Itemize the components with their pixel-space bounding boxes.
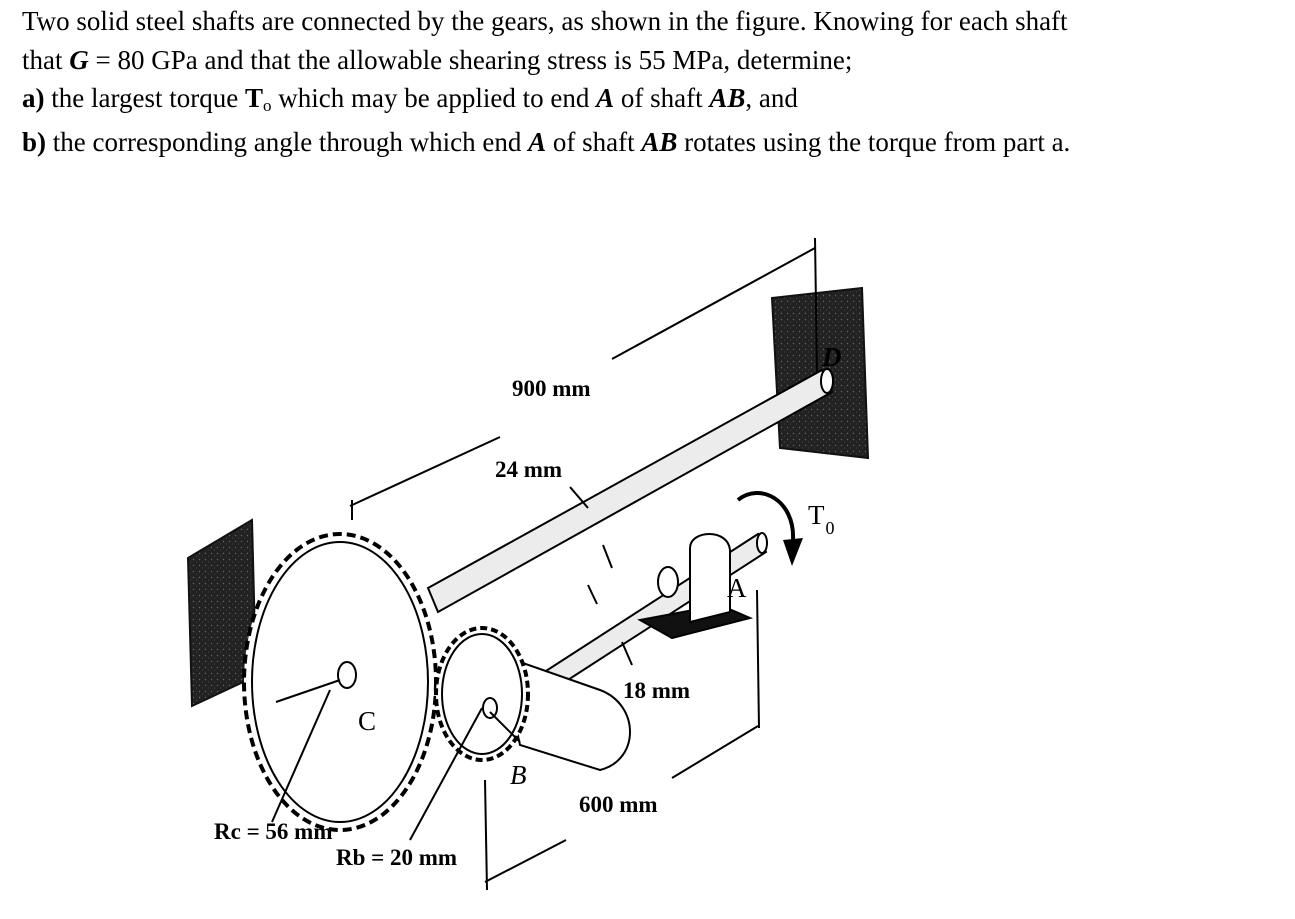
torque-symbol: T bbox=[808, 500, 825, 530]
symbol-AB-2: AB bbox=[641, 127, 678, 157]
dimension-24 bbox=[569, 486, 613, 569]
line3-text-3: of shaft bbox=[614, 83, 710, 113]
line4-text-2: of shaft bbox=[546, 127, 642, 157]
symbol-A: A bbox=[596, 83, 615, 113]
radius-lines bbox=[271, 679, 521, 841]
symbol-G: G bbox=[69, 45, 89, 75]
part-a-label: a) bbox=[22, 83, 45, 113]
line4-text-3: rotates using the torque from part a. bbox=[677, 127, 1071, 157]
problem-line-3: a) the largest torque To which may be ap… bbox=[22, 80, 1282, 124]
dimension-24-label: 24 mm bbox=[495, 457, 562, 482]
torque-label: T0 bbox=[808, 500, 835, 538]
torque-subscript: 0 bbox=[826, 518, 835, 538]
symbol-A-2: A bbox=[528, 127, 547, 157]
problem-line-4: b) the corresponding angle through which… bbox=[22, 124, 1282, 160]
label-C: C bbox=[358, 706, 376, 736]
dimension-900-label: 900 mm bbox=[512, 376, 591, 401]
line2-rest: = 80 GPa and that the allowable shearing… bbox=[88, 45, 853, 75]
dimension-600-label: 600 mm bbox=[579, 792, 658, 817]
torque-arrow bbox=[736, 491, 803, 566]
rb-label: Rb = 20 mm bbox=[336, 845, 457, 870]
dimension-18-label: 18 mm bbox=[623, 678, 690, 703]
rc-label: Rc = 56 mm bbox=[214, 819, 333, 844]
bearing-block bbox=[637, 533, 754, 640]
label-D: D bbox=[821, 342, 842, 372]
symbol-T-subscript: o bbox=[262, 96, 272, 115]
line1-text: Two solid steel shafts are connected by … bbox=[22, 6, 1068, 36]
problem-line-2: that G = 80 GPa and that the allowable s… bbox=[22, 41, 1282, 80]
shaft-CD bbox=[426, 368, 834, 614]
line4-text-1: the corresponding angle through which en… bbox=[46, 127, 529, 157]
gear-C bbox=[242, 532, 438, 832]
line3-text-4: , and bbox=[745, 83, 798, 113]
dimension-900 bbox=[349, 237, 818, 520]
problem-line-1: Two solid steel shafts are connected by … bbox=[22, 2, 1282, 41]
line3-text-2: which may be applied to end bbox=[271, 83, 597, 113]
problem-statement: Two solid steel shafts are connected by … bbox=[22, 2, 1282, 160]
dimension-18 bbox=[587, 584, 633, 666]
line3-text-1: the largest torque bbox=[44, 83, 245, 113]
label-B: B bbox=[510, 760, 527, 790]
symbol-T: T bbox=[244, 83, 263, 113]
label-A: A bbox=[727, 573, 747, 603]
part-b-label: b) bbox=[22, 127, 47, 157]
symbol-AB: AB bbox=[709, 83, 746, 113]
line2-prefix: that bbox=[22, 45, 70, 75]
dimension-600 bbox=[484, 589, 760, 891]
